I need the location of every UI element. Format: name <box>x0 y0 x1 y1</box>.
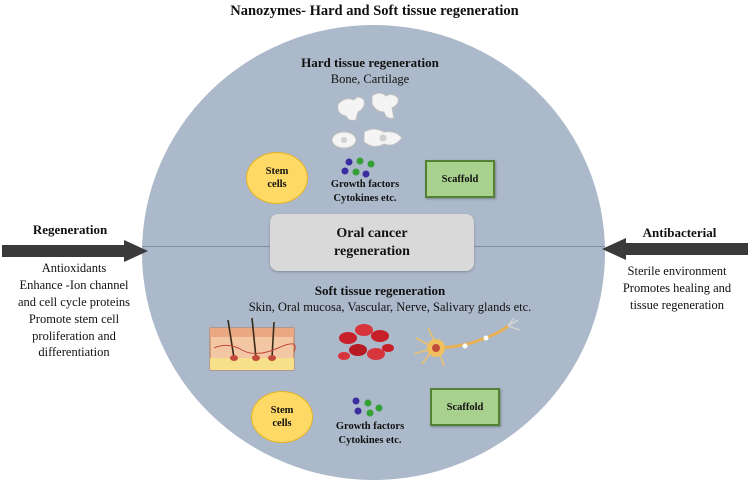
hard-growth-dots-icon <box>341 157 375 178</box>
soft-tissue-title: Soft tissue regeneration <box>314 283 446 298</box>
hard-scaffold-box: Scaffold <box>425 160 495 198</box>
hard-stem-label-1: Stem <box>265 165 289 177</box>
antibacterial-line-2: Promotes healing and <box>622 280 732 295</box>
soft-scaffold-box: Scaffold <box>430 388 500 426</box>
hard-tissue-subtitle: Bone, Cartilage <box>330 72 410 86</box>
neuron-icon <box>413 317 521 367</box>
right-arrow-icon <box>602 238 748 260</box>
regeneration-line-2: Enhance -Ion channel <box>19 277 129 292</box>
soft-growth-factors-text: Growth factors Cytokines etc. <box>315 420 425 447</box>
soft-growth-line-2: Cytokines etc. <box>338 434 402 446</box>
soft-growth-dots-icon <box>352 397 383 417</box>
antibacterial-line-3: tissue regeneration <box>629 297 725 312</box>
bone-icon <box>331 92 403 149</box>
hard-growth-line-1: Growth factors <box>330 179 400 190</box>
soft-tissue-subtitle: Skin, Oral mucosa, Vascular, Nerve, Sali… <box>248 300 532 314</box>
antibacterial-line-1: Sterile environment <box>627 264 727 278</box>
soft-growth-line-1: Growth factors <box>335 421 405 432</box>
regeneration-line-5: proliferation and <box>32 328 116 343</box>
skin-icon <box>209 317 296 371</box>
center-line-2: regeneration <box>334 243 410 259</box>
soft-stem-label-1: Stem <box>270 404 294 416</box>
hard-growth-line-2: Cytokines etc. <box>333 192 397 204</box>
soft-stem-label-2: cells <box>272 418 292 429</box>
regeneration-line-4: Promote stem cell <box>28 311 120 326</box>
regeneration-line-1: Antioxidants <box>41 261 107 275</box>
hard-stem-label-2: cells <box>267 179 287 190</box>
regeneration-heading: Regeneration <box>32 222 108 237</box>
hard-tissue-title: Hard tissue regeneration <box>301 55 439 70</box>
antibacterial-heading: Antibacterial <box>642 225 717 240</box>
regeneration-line-6: differentiation <box>38 345 110 360</box>
center-box: Oral cancer regeneration <box>270 214 474 271</box>
hard-growth-factors-text: Growth factors Cytokines etc. <box>310 178 420 205</box>
hard-scaffold-label: Scaffold <box>441 173 479 185</box>
diagram-title: Nanozymes- Hard and Soft tissue regenera… <box>230 3 519 19</box>
regeneration-line-3: and cell cycle proteins <box>17 294 131 309</box>
soft-scaffold-label: Scaffold <box>446 401 484 413</box>
antibacterial-text: Sterile environment Promotes healing and… <box>606 263 748 314</box>
red-blood-cells-icon <box>338 324 394 360</box>
center-line-1: Oral cancer <box>336 226 408 241</box>
right-connector-line <box>474 246 605 247</box>
left-connector-line <box>142 246 270 247</box>
left-arrow-icon <box>2 240 148 262</box>
regeneration-text: Antioxidants Enhance -Ion channel and ce… <box>0 260 148 361</box>
soft-stem-cells: Stem cells <box>251 391 313 443</box>
hard-stem-cells: Stem cells <box>246 152 308 204</box>
